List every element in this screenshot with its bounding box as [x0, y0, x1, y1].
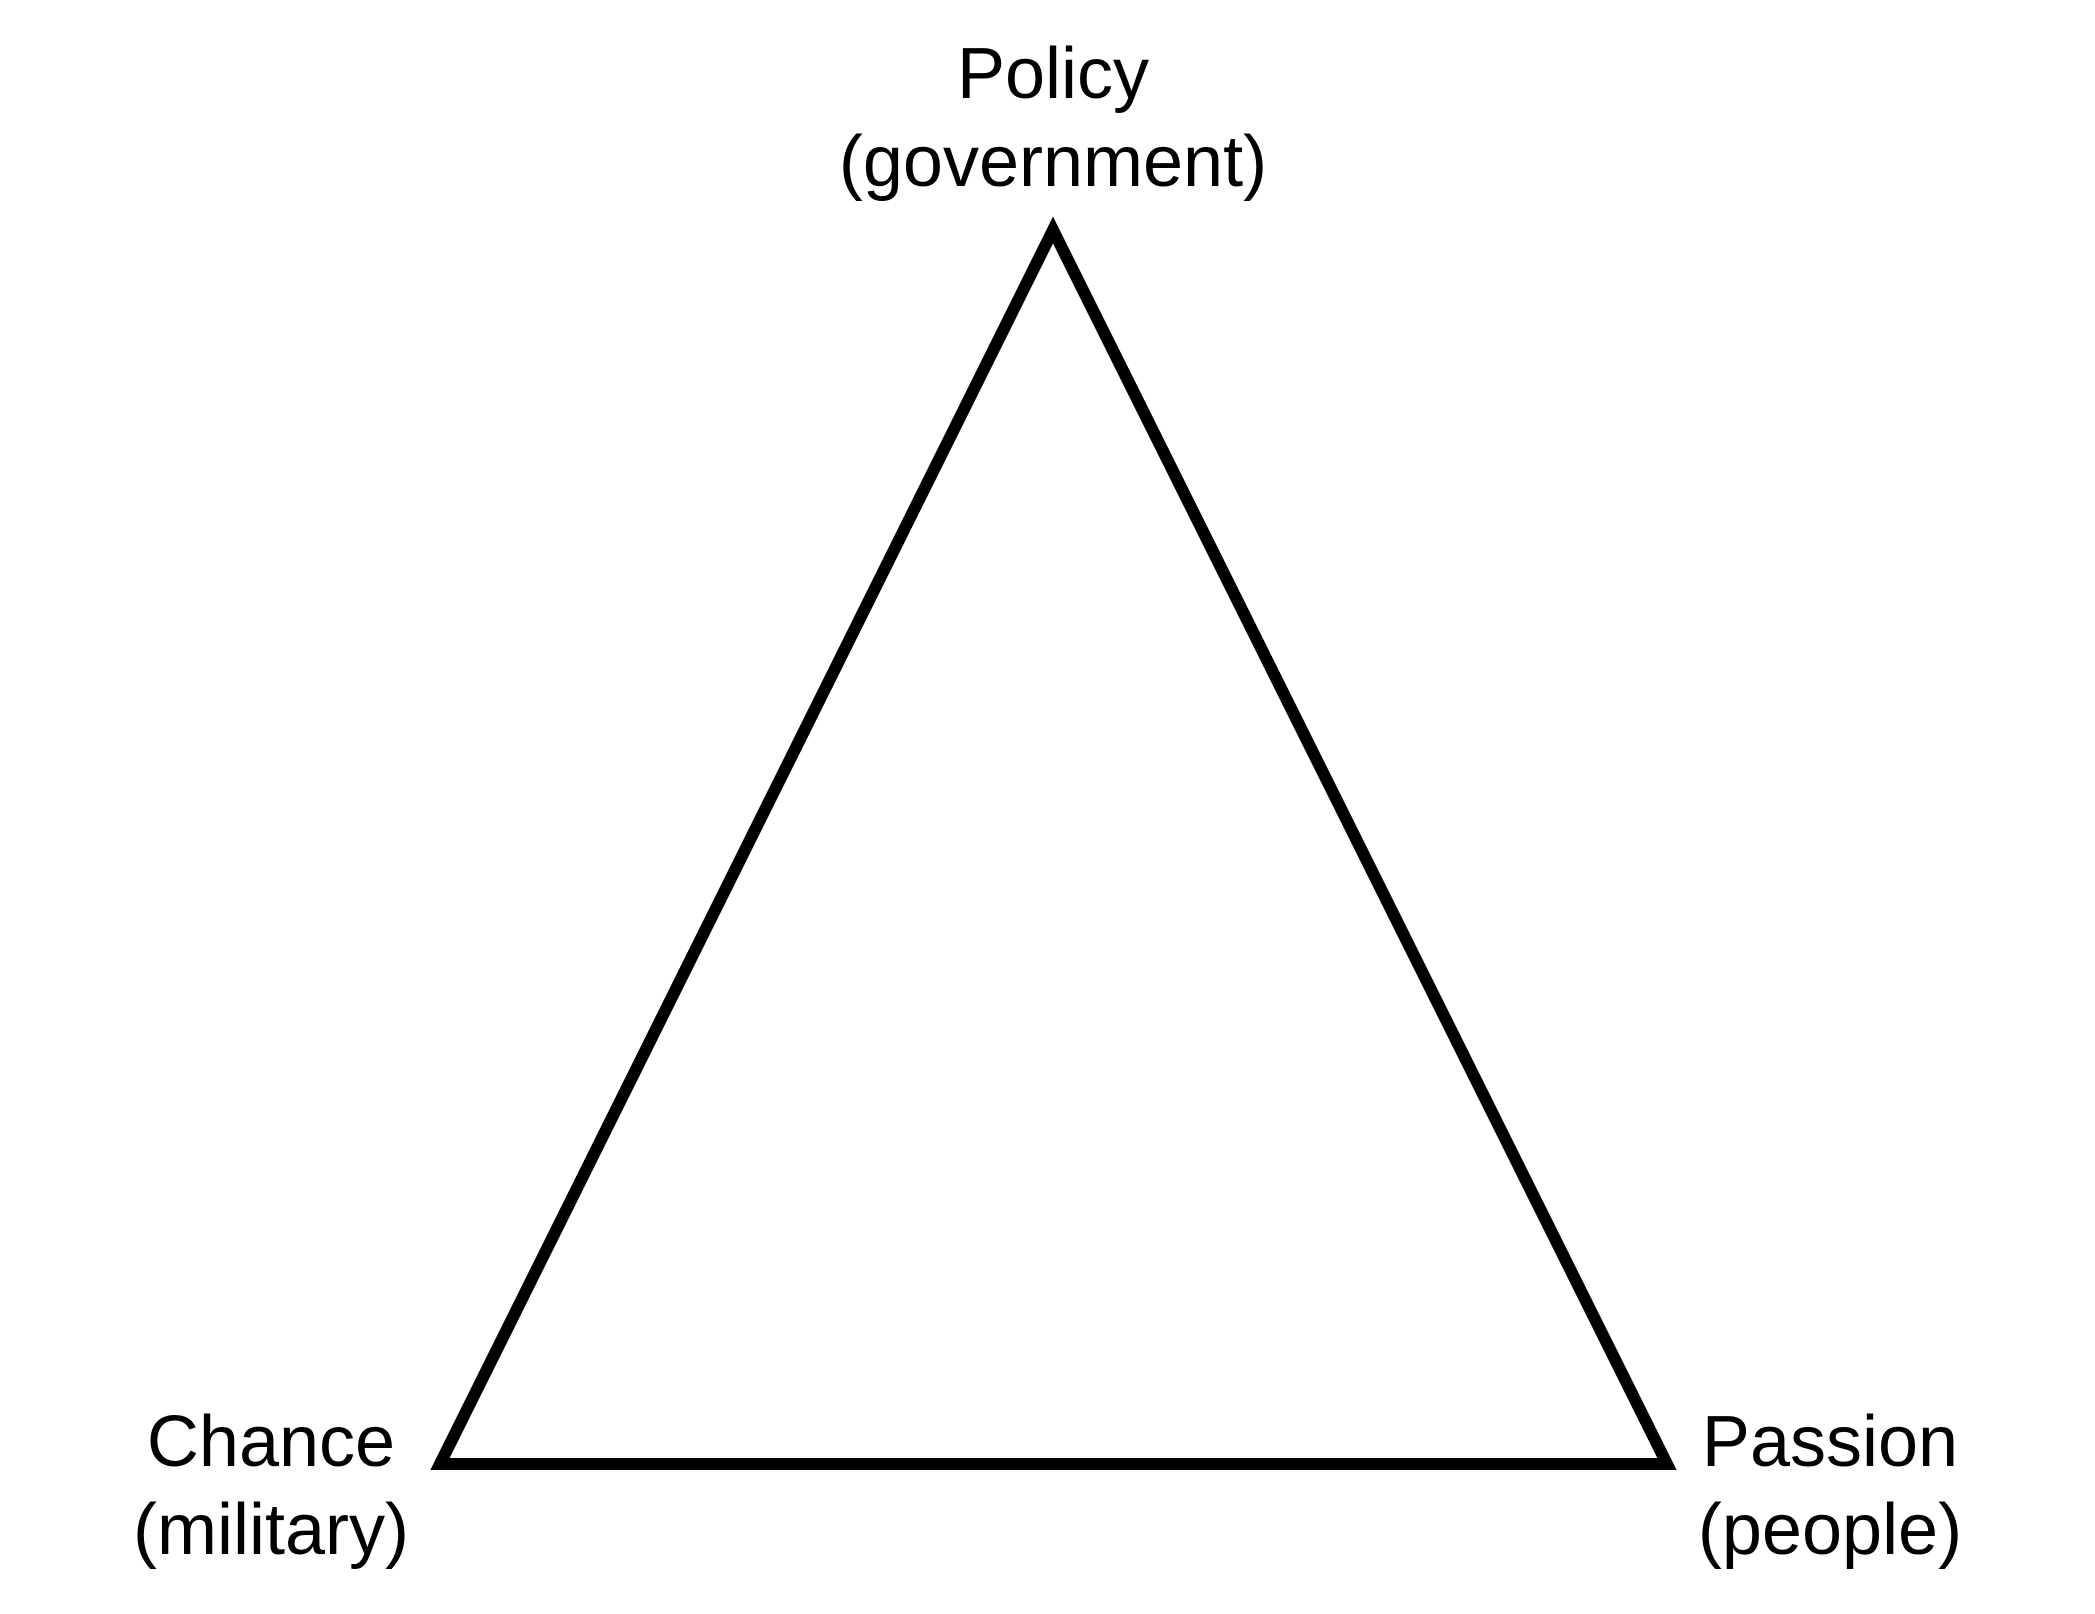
vertex-title-passion: Passion	[1701, 1402, 1959, 1482]
vertex-title-chance: Chance	[146, 1402, 396, 1482]
vertex-title-policy: Policy	[956, 34, 1150, 114]
vertex-subtitle-government: (government)	[838, 122, 1268, 202]
triangle-outline	[430, 216, 1677, 1470]
vertex-label-policy: Policy (government)	[839, 30, 1267, 206]
vertex-subtitle-military: (military)	[133, 1490, 409, 1570]
vertex-label-chance: Chance (military)	[133, 1398, 409, 1574]
vertex-subtitle-people: (people)	[1697, 1490, 1963, 1570]
vertex-label-passion: Passion (people)	[1698, 1398, 1962, 1574]
